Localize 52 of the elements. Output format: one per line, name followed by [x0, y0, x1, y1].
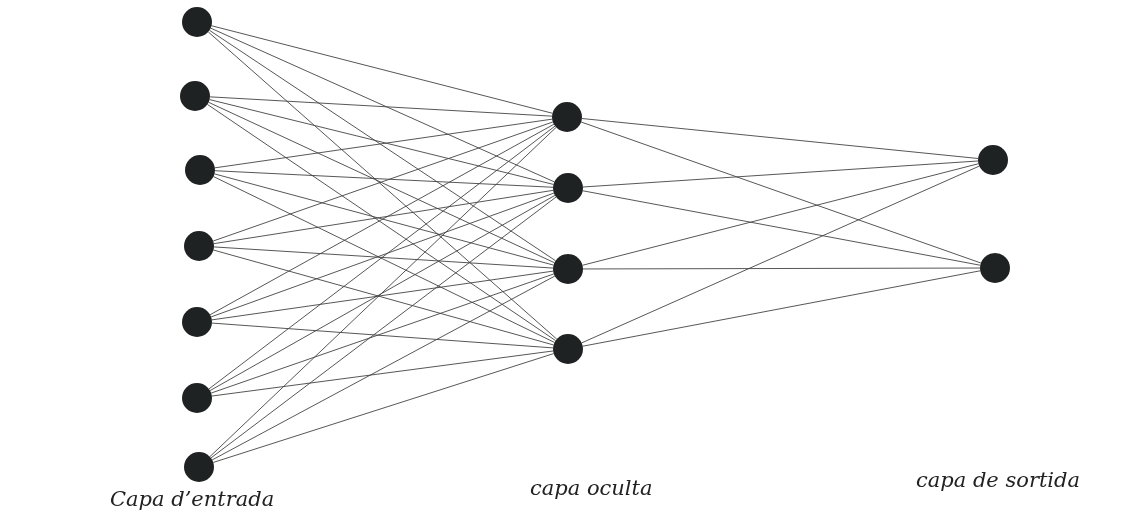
neuron-circle — [553, 173, 583, 203]
connection-line — [213, 246, 554, 269]
neuron-circle — [182, 383, 212, 413]
neuron-circle — [182, 7, 212, 37]
connection-line — [210, 192, 555, 318]
connection-line — [582, 267, 981, 270]
connection-line — [213, 176, 555, 343]
neuron-circle — [182, 307, 212, 337]
neuron-circle — [980, 253, 1010, 283]
neuron-circle — [553, 254, 583, 284]
connection-line — [211, 25, 553, 114]
layer-caption: Capa d’entrada — [110, 487, 275, 511]
connection-line — [582, 160, 979, 188]
connection-line — [210, 196, 557, 459]
connection-line — [209, 194, 556, 392]
connection-line — [214, 173, 554, 266]
connection-line — [211, 350, 554, 397]
connection-line — [582, 270, 981, 347]
connection-line — [210, 273, 555, 394]
connection-line — [582, 190, 981, 266]
connection-line — [212, 121, 554, 242]
connection-line — [208, 101, 555, 264]
connection-line — [208, 125, 556, 390]
connection-line — [209, 29, 556, 262]
connection-line — [213, 249, 554, 346]
connection-line — [211, 322, 554, 349]
connection-line — [581, 118, 979, 159]
connection-line — [213, 189, 554, 245]
neuron-circle — [184, 231, 214, 261]
connection-line — [214, 118, 553, 169]
layer-caption: capa de sortida — [916, 468, 1081, 492]
connection-line — [207, 31, 558, 340]
connection-line — [209, 99, 554, 185]
connection-line — [209, 123, 555, 316]
connection-line — [211, 275, 556, 461]
connection-line — [212, 353, 555, 463]
connection-line — [211, 270, 554, 321]
connection-line — [214, 170, 554, 188]
connection-line — [580, 121, 982, 264]
connection-line — [209, 126, 557, 458]
neuron-circle — [553, 334, 583, 364]
neuron-circle — [184, 452, 214, 482]
neuron-circle — [185, 155, 215, 185]
neuron-circle — [978, 145, 1008, 175]
connection-line — [581, 165, 980, 344]
connection-line — [582, 163, 979, 266]
layer-caption: capa oculta — [530, 476, 653, 500]
neuron-circle — [552, 102, 582, 132]
connection-line — [209, 96, 553, 117]
neuron-circle — [180, 81, 210, 111]
connection-line — [210, 27, 555, 183]
connection-line — [206, 103, 557, 342]
